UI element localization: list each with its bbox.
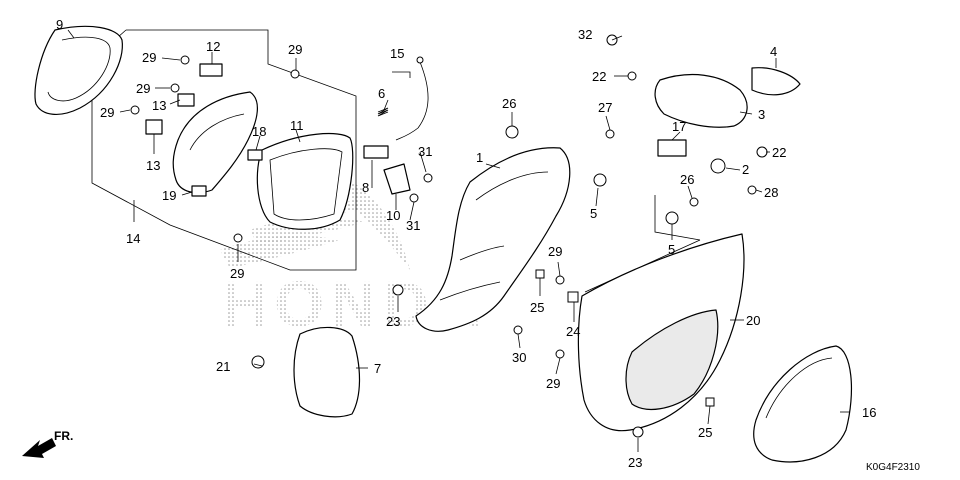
part-inner-cover xyxy=(172,91,258,194)
part-4-reflector xyxy=(751,67,801,96)
callout-23: 23 xyxy=(386,314,400,329)
front-direction-label: FR. xyxy=(54,429,73,443)
part-18-clip xyxy=(247,149,263,161)
callout-29: 29 xyxy=(546,376,560,391)
callout-26: 26 xyxy=(680,172,694,187)
callout-29: 29 xyxy=(142,50,156,65)
callout-32: 32 xyxy=(578,27,592,42)
callout-labels: 9 12 29 29 29 13 29 13 18 11 19 14 29 15… xyxy=(56,17,876,470)
callout-30: 30 xyxy=(512,350,526,365)
part-13-clip-lower xyxy=(145,119,163,135)
front-direction-arrow xyxy=(22,438,56,458)
callout-14: 14 xyxy=(126,231,140,246)
part-7-guard xyxy=(293,326,361,418)
callout-8: 8 xyxy=(362,180,369,195)
callout-19: 19 xyxy=(162,188,176,203)
callout-29: 29 xyxy=(288,42,302,57)
part-16-side-panel xyxy=(753,345,853,463)
callout-5: 5 xyxy=(590,206,597,221)
assembly-outline-14 xyxy=(91,29,357,271)
callout-11: 11 xyxy=(290,118,304,133)
callout-25: 25 xyxy=(530,300,544,315)
callout-7: 7 xyxy=(374,361,381,376)
callout-20: 20 xyxy=(746,313,760,328)
callout-9: 9 xyxy=(56,17,63,32)
fasteners xyxy=(130,34,768,438)
callout-6: 6 xyxy=(378,86,385,101)
part-12-clip xyxy=(199,63,223,77)
callout-23: 23 xyxy=(628,455,642,470)
callout-24: 24 xyxy=(566,324,580,339)
callout-2: 2 xyxy=(742,162,749,177)
part-10-stay xyxy=(383,163,411,195)
callout-31: 31 xyxy=(418,144,432,159)
part-17-bracket xyxy=(657,139,687,157)
part-19-grommet xyxy=(191,185,207,197)
callout-31: 31 xyxy=(406,218,420,233)
callout-4: 4 xyxy=(770,44,777,59)
part-20-opening xyxy=(625,309,719,411)
callout-15: 15 xyxy=(390,46,404,61)
callout-26: 26 xyxy=(502,96,516,111)
callout-5: 5 xyxy=(668,242,675,257)
callout-17: 17 xyxy=(672,119,686,134)
part-3-housing xyxy=(654,73,748,128)
part-9-cover xyxy=(34,25,123,115)
callout-1: 1 xyxy=(476,150,483,165)
callout-29: 29 xyxy=(230,266,244,281)
callout-21: 21 xyxy=(216,359,230,374)
callout-12: 12 xyxy=(206,39,220,54)
part-13-clip-upper xyxy=(177,93,195,107)
callout-22: 22 xyxy=(592,69,606,84)
callout-27: 27 xyxy=(598,100,612,115)
part-1-inner-cover xyxy=(415,147,571,332)
part-6-spring xyxy=(377,107,389,117)
part-8-latch xyxy=(363,145,389,159)
callout-16: 16 xyxy=(862,405,876,420)
part-11-pocket xyxy=(256,132,354,230)
callout-29: 29 xyxy=(136,81,150,96)
reference-code: K0G4F2310 xyxy=(866,462,920,473)
callout-22: 22 xyxy=(772,145,786,160)
callout-28: 28 xyxy=(764,185,778,200)
callout-18: 18 xyxy=(252,124,266,139)
part-15-cable xyxy=(395,61,429,141)
callout-25: 25 xyxy=(698,425,712,440)
leader-lines xyxy=(67,29,850,452)
callout-13: 13 xyxy=(146,158,160,173)
part-2-bulb xyxy=(710,158,726,174)
callout-29: 29 xyxy=(100,105,114,120)
callout-13: 13 xyxy=(152,98,166,113)
callout-10: 10 xyxy=(386,208,400,223)
callout-29: 29 xyxy=(548,244,562,259)
callout-3: 3 xyxy=(758,107,765,122)
